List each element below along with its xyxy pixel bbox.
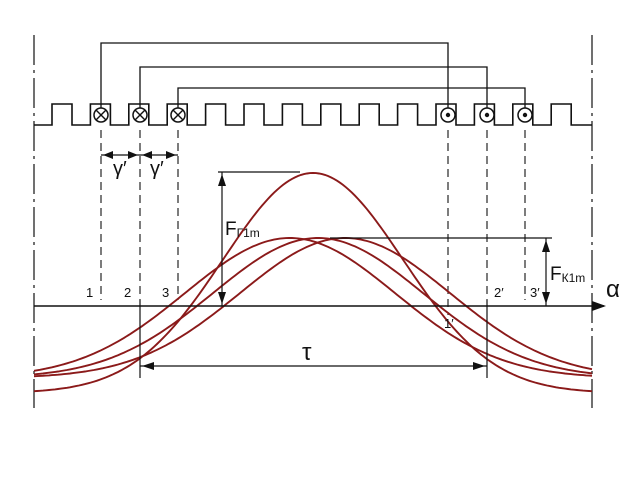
mmf-curve-2 [33, 237, 593, 376]
conductors [93, 107, 533, 123]
slot-label-3: 3 [162, 285, 169, 300]
slot-label-1p: 1′ [444, 316, 454, 331]
tau-arrow-right [473, 362, 485, 370]
f-k1m-arrow-bottom [542, 292, 550, 304]
slot-label-2: 2 [124, 285, 131, 300]
f-k1m-sub: К1m [562, 271, 586, 285]
dot-mark [445, 112, 451, 118]
slot-label-3p: 3′ [530, 285, 540, 300]
slot-label-2p: 2′ [494, 285, 504, 300]
coil-1 [100, 42, 449, 108]
dot-mark [484, 112, 490, 118]
f-k1m-arrow-top [542, 240, 550, 252]
alpha-label: α [606, 276, 620, 303]
f-g1m-arrow-top [218, 174, 226, 186]
cross-mark [172, 109, 184, 121]
mmf-curve-3 [33, 237, 593, 378]
mmf-curve-1 [33, 237, 593, 377]
frame-lines [33, 35, 593, 408]
tau-arrow-left [142, 362, 154, 370]
gamma-arrow-3 [142, 151, 152, 159]
f-g1m-sub: Г1m [237, 226, 260, 240]
coil-3 [177, 87, 526, 108]
cross-mark [134, 109, 146, 121]
mmf-curve-total [33, 172, 593, 393]
dot-mark [522, 112, 528, 118]
slot-profile [34, 103, 592, 126]
stator-slots [34, 103, 592, 126]
gamma-right-label: γ′ [150, 158, 164, 180]
cross-mark [95, 109, 107, 121]
gamma-arrow-2 [128, 151, 138, 159]
f-g1m-arrow-bottom [218, 292, 226, 304]
alpha-axis-arrow [592, 301, 606, 311]
slot-label-1: 1 [86, 285, 93, 300]
gamma-arrow-4 [166, 151, 176, 159]
coil-connections [100, 42, 526, 108]
f-k1m-main: F [550, 264, 562, 285]
f-g1m-label: FГ1m [225, 219, 260, 240]
gamma-left-label: γ′ [113, 158, 127, 180]
dashed-guides [100, 130, 526, 315]
f-k1m-label: FК1m [550, 264, 585, 285]
tau-label: τ [302, 339, 312, 366]
mmf-curves [33, 172, 593, 393]
gamma-arrow-1 [103, 151, 113, 159]
dimension-lines [34, 151, 606, 378]
f-g1m-main: F [225, 219, 237, 240]
